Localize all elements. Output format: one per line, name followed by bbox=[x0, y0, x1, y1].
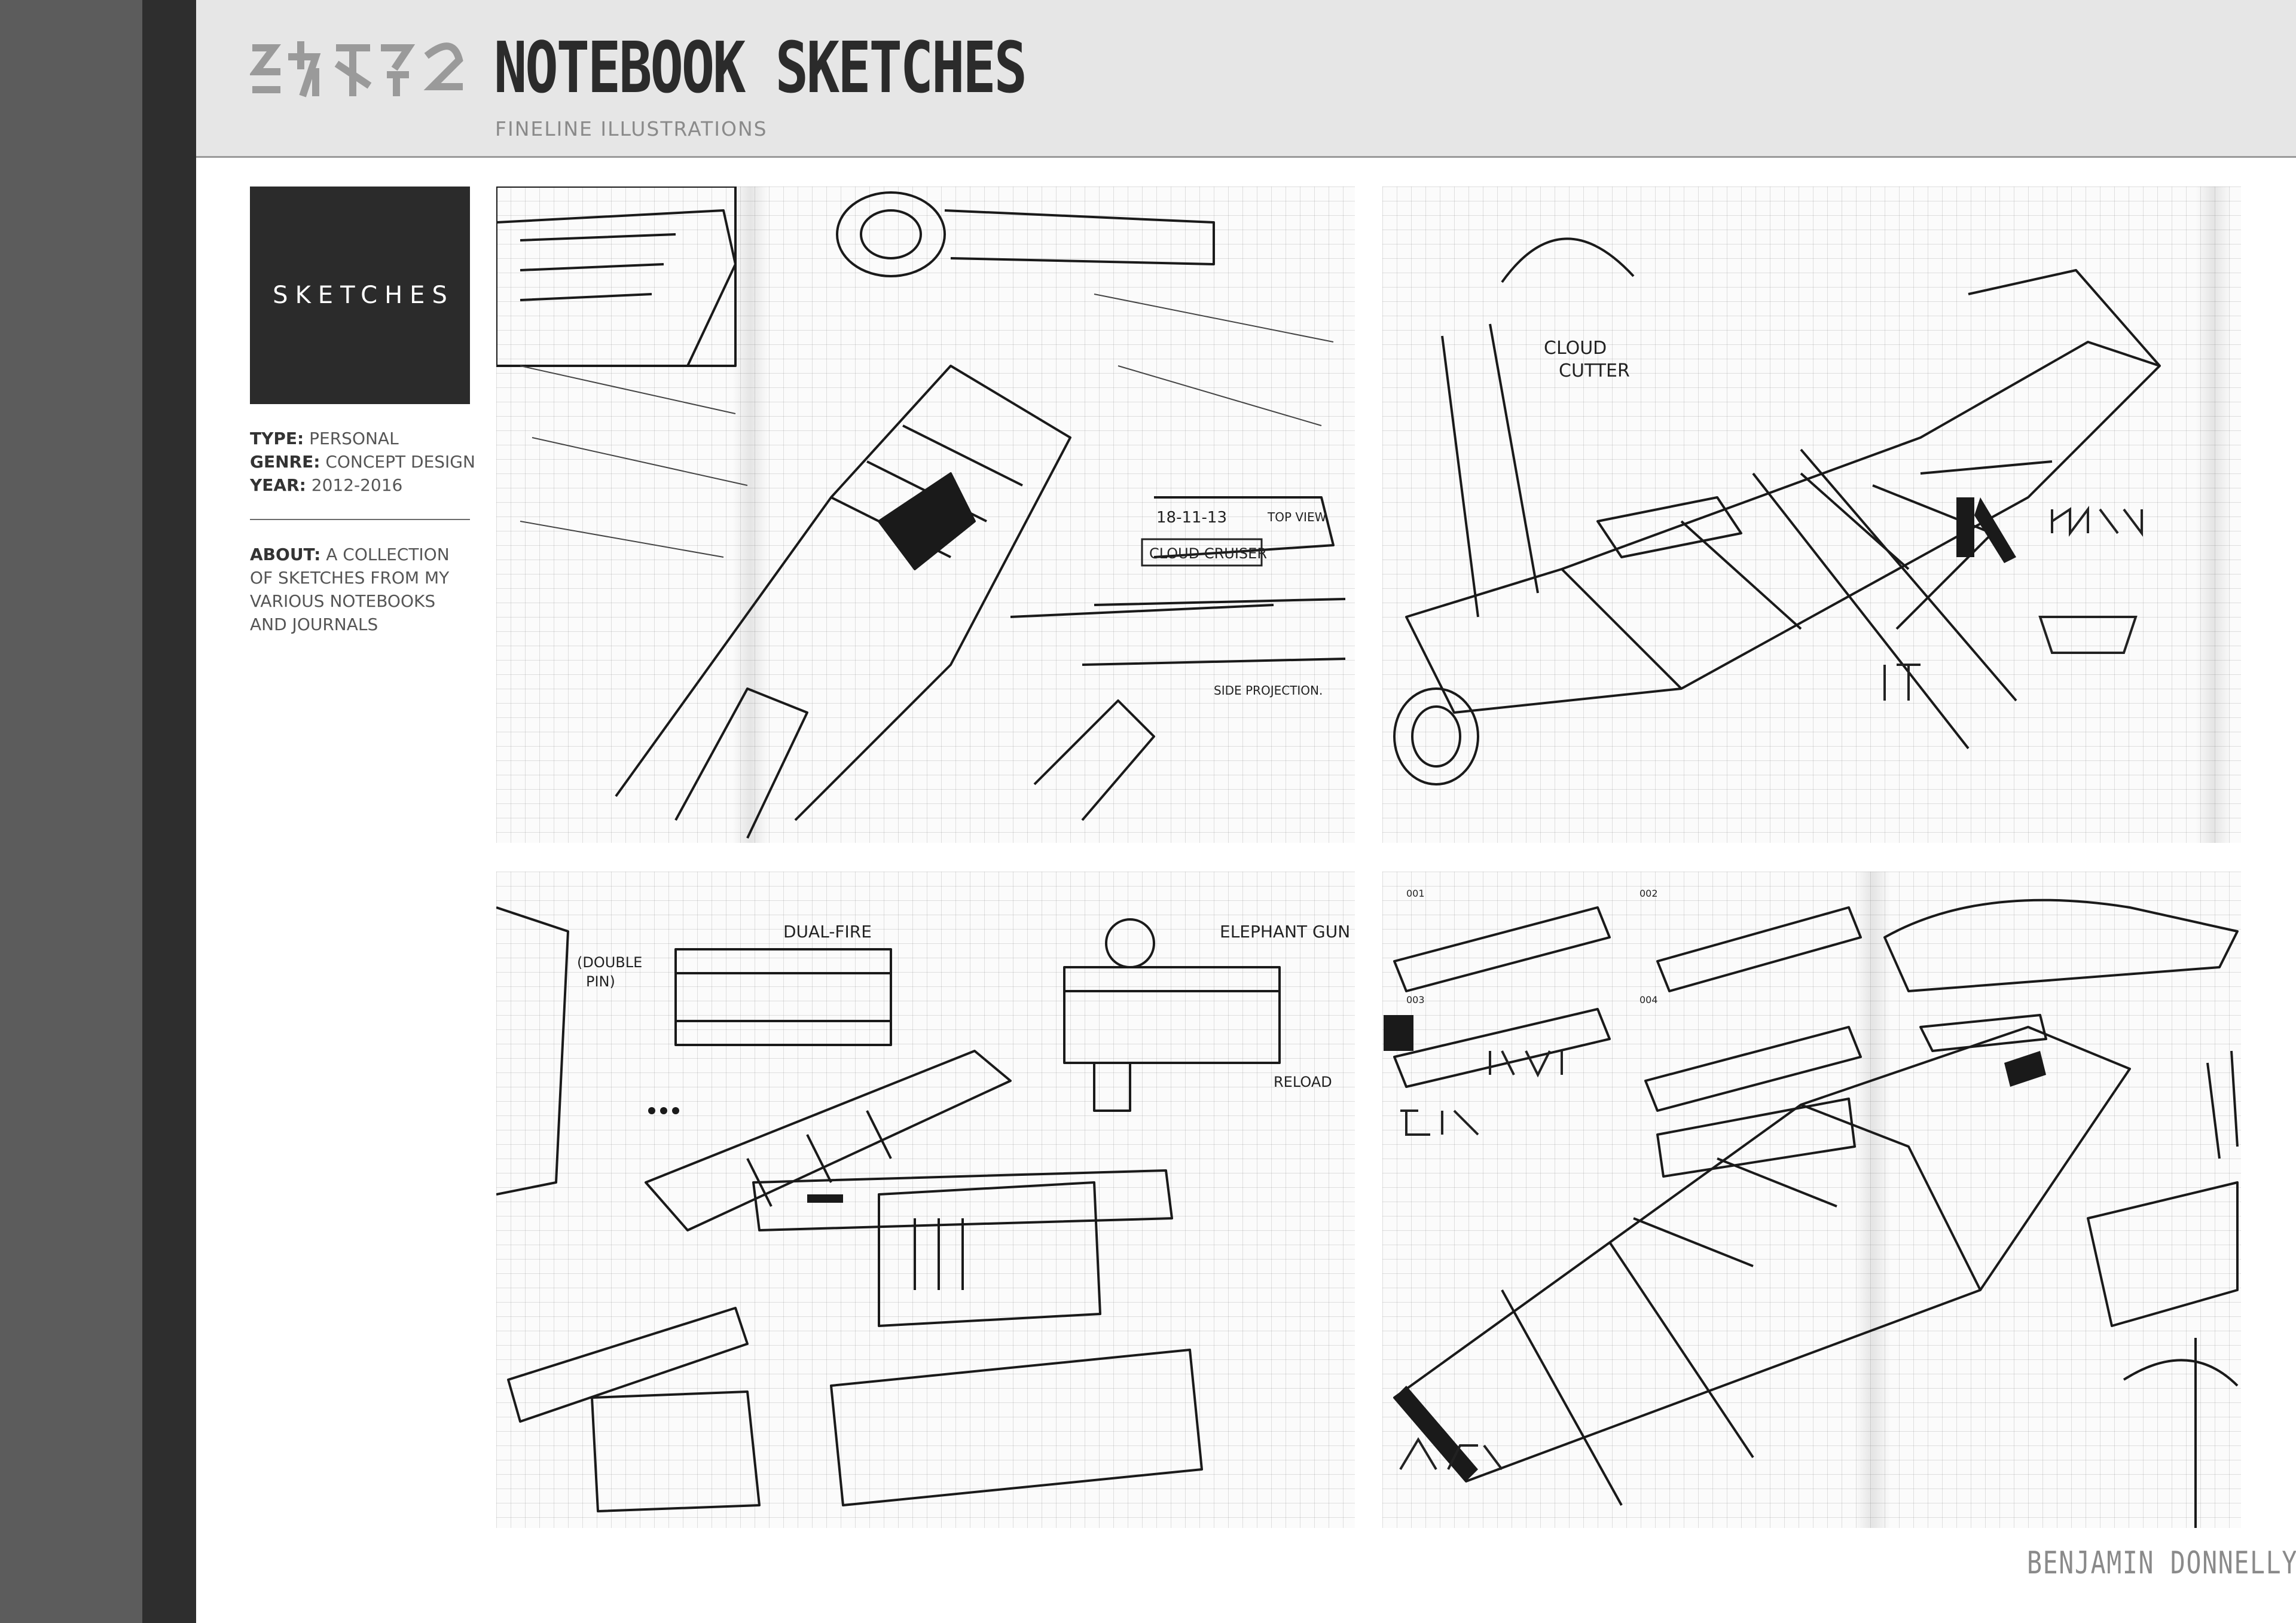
sketch-label-dual-fire: DUAL-FIRE bbox=[783, 922, 872, 942]
about-value: A COLLECTION OF SKETCHES FROM MY VARIOUS… bbox=[250, 545, 450, 634]
about-key: ABOUT: bbox=[250, 545, 321, 564]
design-number-003: 003 bbox=[1406, 994, 1425, 1005]
page-header: NOTEBOOK SKETCHES FINELINE ILLUSTRATIONS bbox=[196, 0, 2296, 158]
notebook-spine bbox=[1855, 872, 1891, 1528]
meta-genre-key: GENRE: bbox=[250, 452, 320, 472]
sidebar-outer-strip bbox=[0, 0, 142, 1623]
design-number-001: 001 bbox=[1406, 888, 1425, 899]
sketch-panel-cloud-cruiser: 18-11-13 CLOUD CRUISER TOP VIEW SIDE PRO… bbox=[496, 187, 1355, 843]
notebook-spine bbox=[732, 187, 768, 843]
meta-type: TYPE: PERSONAL bbox=[250, 427, 472, 450]
project-meta: TYPE: PERSONAL GENRE: CONCEPT DESIGN YEA… bbox=[250, 427, 475, 497]
meta-type-value: PERSONAL bbox=[309, 429, 399, 448]
meta-year-value: 2012-2016 bbox=[311, 475, 403, 495]
sketch-drawing: 18-11-13 CLOUD CRUISER TOP VIEW SIDE PRO… bbox=[496, 187, 1346, 839]
about-text: ABOUT: A COLLECTION OF SKETCHES FROM MY … bbox=[250, 543, 472, 636]
meta-divider bbox=[250, 519, 470, 520]
sketch-label-reload: RELOAD bbox=[1274, 1074, 1332, 1090]
meta-year: YEAR: 2012-2016 bbox=[250, 473, 472, 497]
sketch-drawing: 001 002 003 004 bbox=[1384, 888, 2239, 1528]
meta-genre: GENRE: CONCEPT DESIGN bbox=[250, 450, 475, 473]
page-title: NOTEBOOK SKETCHES bbox=[494, 26, 1027, 109]
sketch-label-cloud: CLOUD bbox=[1544, 338, 1607, 359]
alien-glyph-logo bbox=[250, 41, 463, 97]
notebook-spine bbox=[2196, 187, 2231, 843]
author-name: BENJAMIN DONNELLY bbox=[2027, 1545, 2296, 1581]
sidebar-inner-strip bbox=[142, 0, 196, 1623]
sketch-label-double: (DOUBLE bbox=[577, 954, 642, 971]
sketch-drawing: CLOUD CUTTER bbox=[1393, 237, 2161, 785]
meta-genre-value: CONCEPT DESIGN bbox=[325, 452, 475, 472]
meta-type-key: TYPE: bbox=[250, 429, 304, 448]
sketch-label-pin: PIN) bbox=[586, 973, 615, 990]
meta-year-key: YEAR: bbox=[250, 475, 306, 495]
sketch-label-top-view: TOP VIEW bbox=[1267, 510, 1327, 524]
sketch-panel-ship-designs: 001 002 003 004 bbox=[1382, 872, 2241, 1528]
sketch-drawing: DUAL-FIRE ELEPHANT GUN (DOUBLE PIN) RELO… bbox=[496, 906, 1350, 1512]
section-badge-label: SKETCHES bbox=[273, 282, 454, 309]
sketch-panel-cloud-cutter: CLOUD CUTTER bbox=[1382, 187, 2241, 843]
page-subtitle: FINELINE ILLUSTRATIONS bbox=[495, 117, 768, 140]
sketch-label-side-projection: SIDE PROJECTION. bbox=[1214, 683, 1323, 698]
sketch-label-elephant-gun: ELEPHANT GUN bbox=[1220, 922, 1350, 942]
design-number-002: 002 bbox=[1639, 888, 1658, 899]
design-number-004: 004 bbox=[1639, 994, 1658, 1005]
sketch-panel-weapons: DUAL-FIRE ELEPHANT GUN (DOUBLE PIN) RELO… bbox=[496, 872, 1355, 1528]
sketch-label-cloud-cruiser: CLOUD CRUISER bbox=[1149, 545, 1267, 562]
sketch-label-cutter: CUTTER bbox=[1559, 360, 1630, 381]
section-badge: SKETCHES bbox=[250, 187, 470, 404]
author-signature: BENJAMIN DONNELLY 2016 bbox=[2027, 1545, 2296, 1581]
sketch-date: 18-11-13 bbox=[1156, 509, 1227, 527]
